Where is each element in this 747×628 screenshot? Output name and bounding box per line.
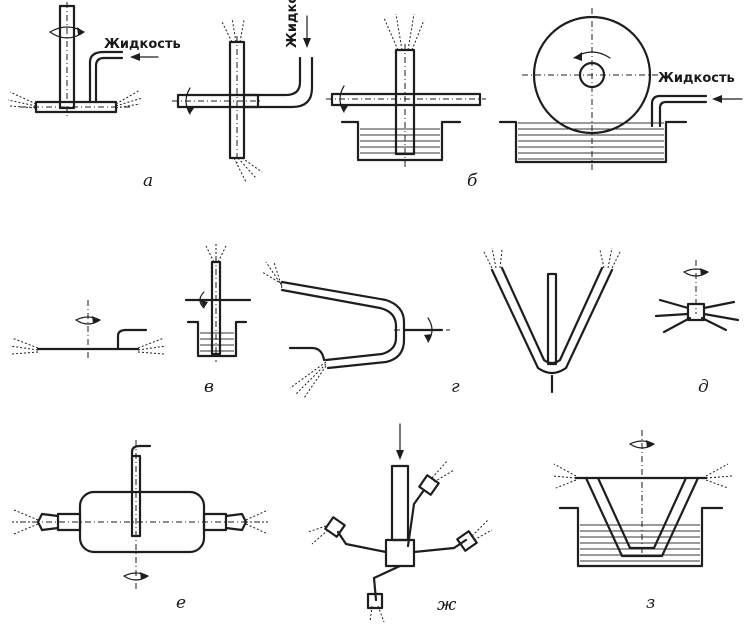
panel-v-flat-disc (9, 300, 167, 360)
panel-zh-rotary-arms (307, 423, 493, 623)
panel-d-star-atomizer (654, 260, 740, 334)
liquid-label-2: Жидкость (285, 0, 300, 48)
label-v: в (204, 377, 214, 397)
label-zh: ж (437, 595, 457, 615)
panel-z-cone-in-tank (551, 430, 733, 568)
panel-g-arm-atomizer (261, 261, 450, 399)
panel-a-disc-atomizer (7, 2, 159, 118)
panel-b-disc-in-tank (498, 8, 743, 170)
label-z: з (646, 593, 655, 613)
label-g: г (451, 377, 460, 397)
panel-v-shaft-in-cup (184, 244, 252, 362)
liquid-label-3: Жидкость (658, 71, 735, 86)
liquid-label-1: Жидкость (104, 37, 181, 52)
panel-a-cross-atomizer (172, 15, 314, 183)
label-e: е (176, 593, 186, 613)
panel-b-immersed-shaft (326, 13, 486, 170)
label-d: д (698, 377, 709, 397)
label-b: б (467, 171, 478, 191)
label-a: а (143, 171, 153, 191)
panel-e-chamber-atomizer (12, 440, 270, 592)
panel-d-funnel (483, 247, 621, 394)
